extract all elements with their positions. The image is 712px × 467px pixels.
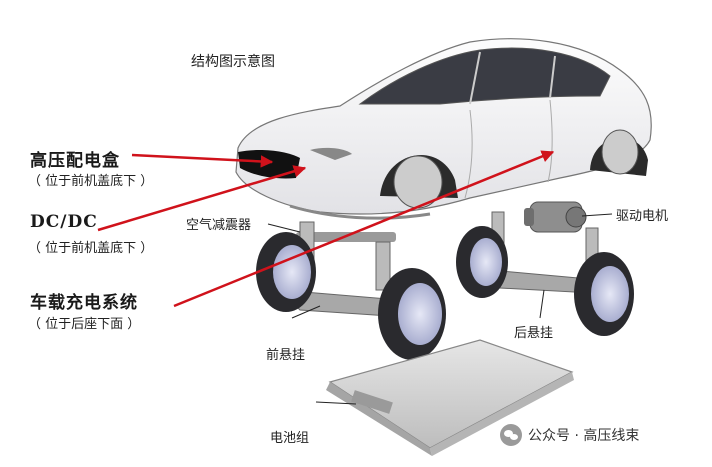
battery-pack	[326, 339, 574, 456]
wechat-icon	[500, 424, 522, 446]
label-front-suspension: 前悬挂	[266, 348, 306, 363]
rear-suspension	[456, 201, 634, 336]
leader-lines	[267, 213, 613, 405]
label-dcdc: DC/DC	[30, 212, 98, 232]
watermark-text: 公众号 · 高压线束	[528, 428, 640, 444]
front-suspension	[256, 221, 446, 360]
label-rear-suspension: 后悬挂	[514, 326, 554, 341]
label-hv-distribution-box-location: （ 位于前机盖底下 ）	[28, 174, 154, 189]
label-hv-distribution-box: 高压配电盒	[30, 151, 120, 171]
drive-motor	[524, 201, 587, 233]
arrow-dcdc	[97, 165, 307, 232]
label-air-shock: 空气减震器	[186, 218, 252, 233]
label-drive-motor: 驱动电机	[616, 209, 669, 224]
callout-arrows	[97, 150, 555, 308]
arrow-hv-box	[131, 153, 274, 168]
label-onboard-charger: 车载充电系统	[30, 293, 138, 313]
arrow-charger	[173, 150, 555, 308]
watermark: 公众号 · 高压线束	[500, 424, 639, 446]
diagram-title: 结构图示意图	[191, 54, 275, 70]
label-battery-pack: 电池组	[270, 431, 310, 446]
label-dcdc-location: （ 位于前机盖底下 ）	[28, 241, 154, 256]
label-onboard-charger-location: （ 位于后座下面 ）	[28, 317, 141, 332]
car-body	[235, 38, 652, 220]
